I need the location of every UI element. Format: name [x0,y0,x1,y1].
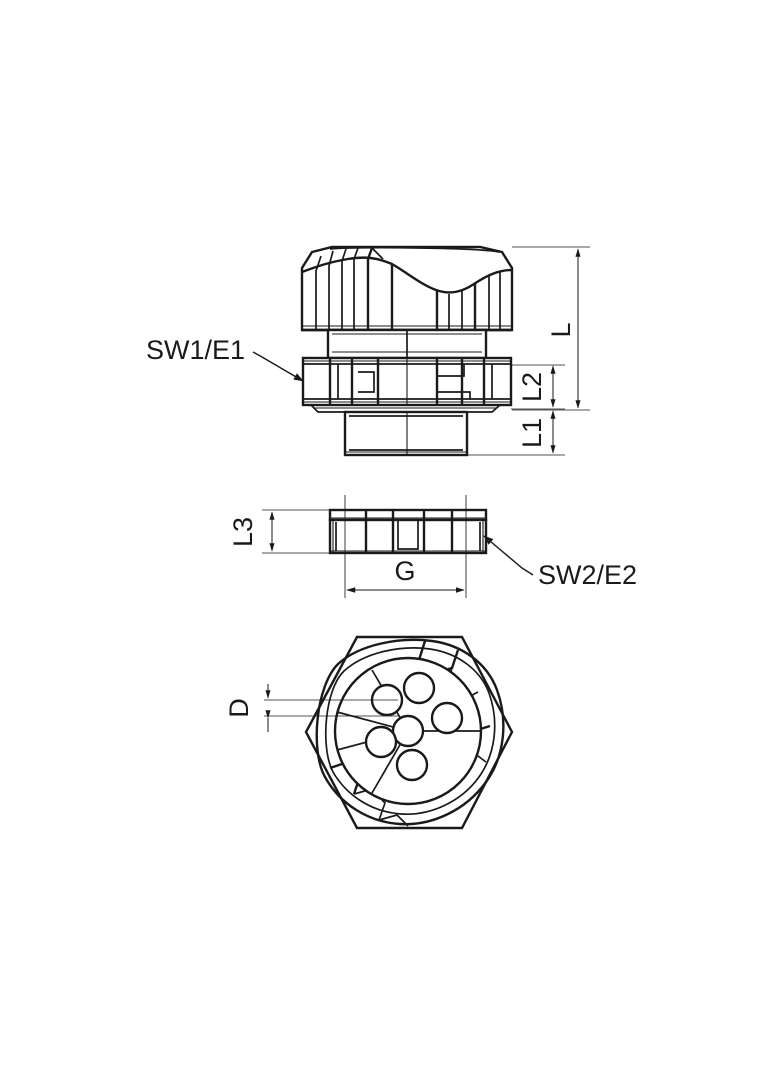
hole-lower-left [364,725,398,759]
hole-lower [395,748,429,782]
dimension-L1: L1 [467,410,565,456]
dimension-label-L1: L1 [517,418,547,448]
bottom-view [304,635,514,830]
dimension-L2: L2 [511,364,565,410]
dimension-L3: L3 [228,509,330,554]
side-view-assembly [300,245,514,457]
dimension-label-L: L [546,322,576,337]
callout-sw2-e2: SW2/E2 [483,535,637,590]
dimension-label-L2: L2 [517,372,547,402]
callout-label-sw1-e1: SW1/E1 [146,335,245,365]
dimension-label-G: G [394,556,415,586]
dimension-L: L [512,246,590,411]
dimension-D: D [224,684,398,732]
dimension-label-D: D [224,698,254,718]
upper-hex-nut [301,356,513,413]
hole-center [391,714,425,748]
dimension-G: G [344,495,467,598]
callout-sw1-e1: SW1/E1 [146,335,304,382]
hole-right [430,701,464,735]
callout-label-sw2-e2: SW2/E2 [538,560,637,590]
side-view-nut [328,508,488,555]
cap-neck [326,328,488,360]
cap-body [300,245,514,332]
threaded-body [343,410,469,457]
dimension-label-L3: L3 [228,517,258,547]
hole-upper [402,671,436,705]
